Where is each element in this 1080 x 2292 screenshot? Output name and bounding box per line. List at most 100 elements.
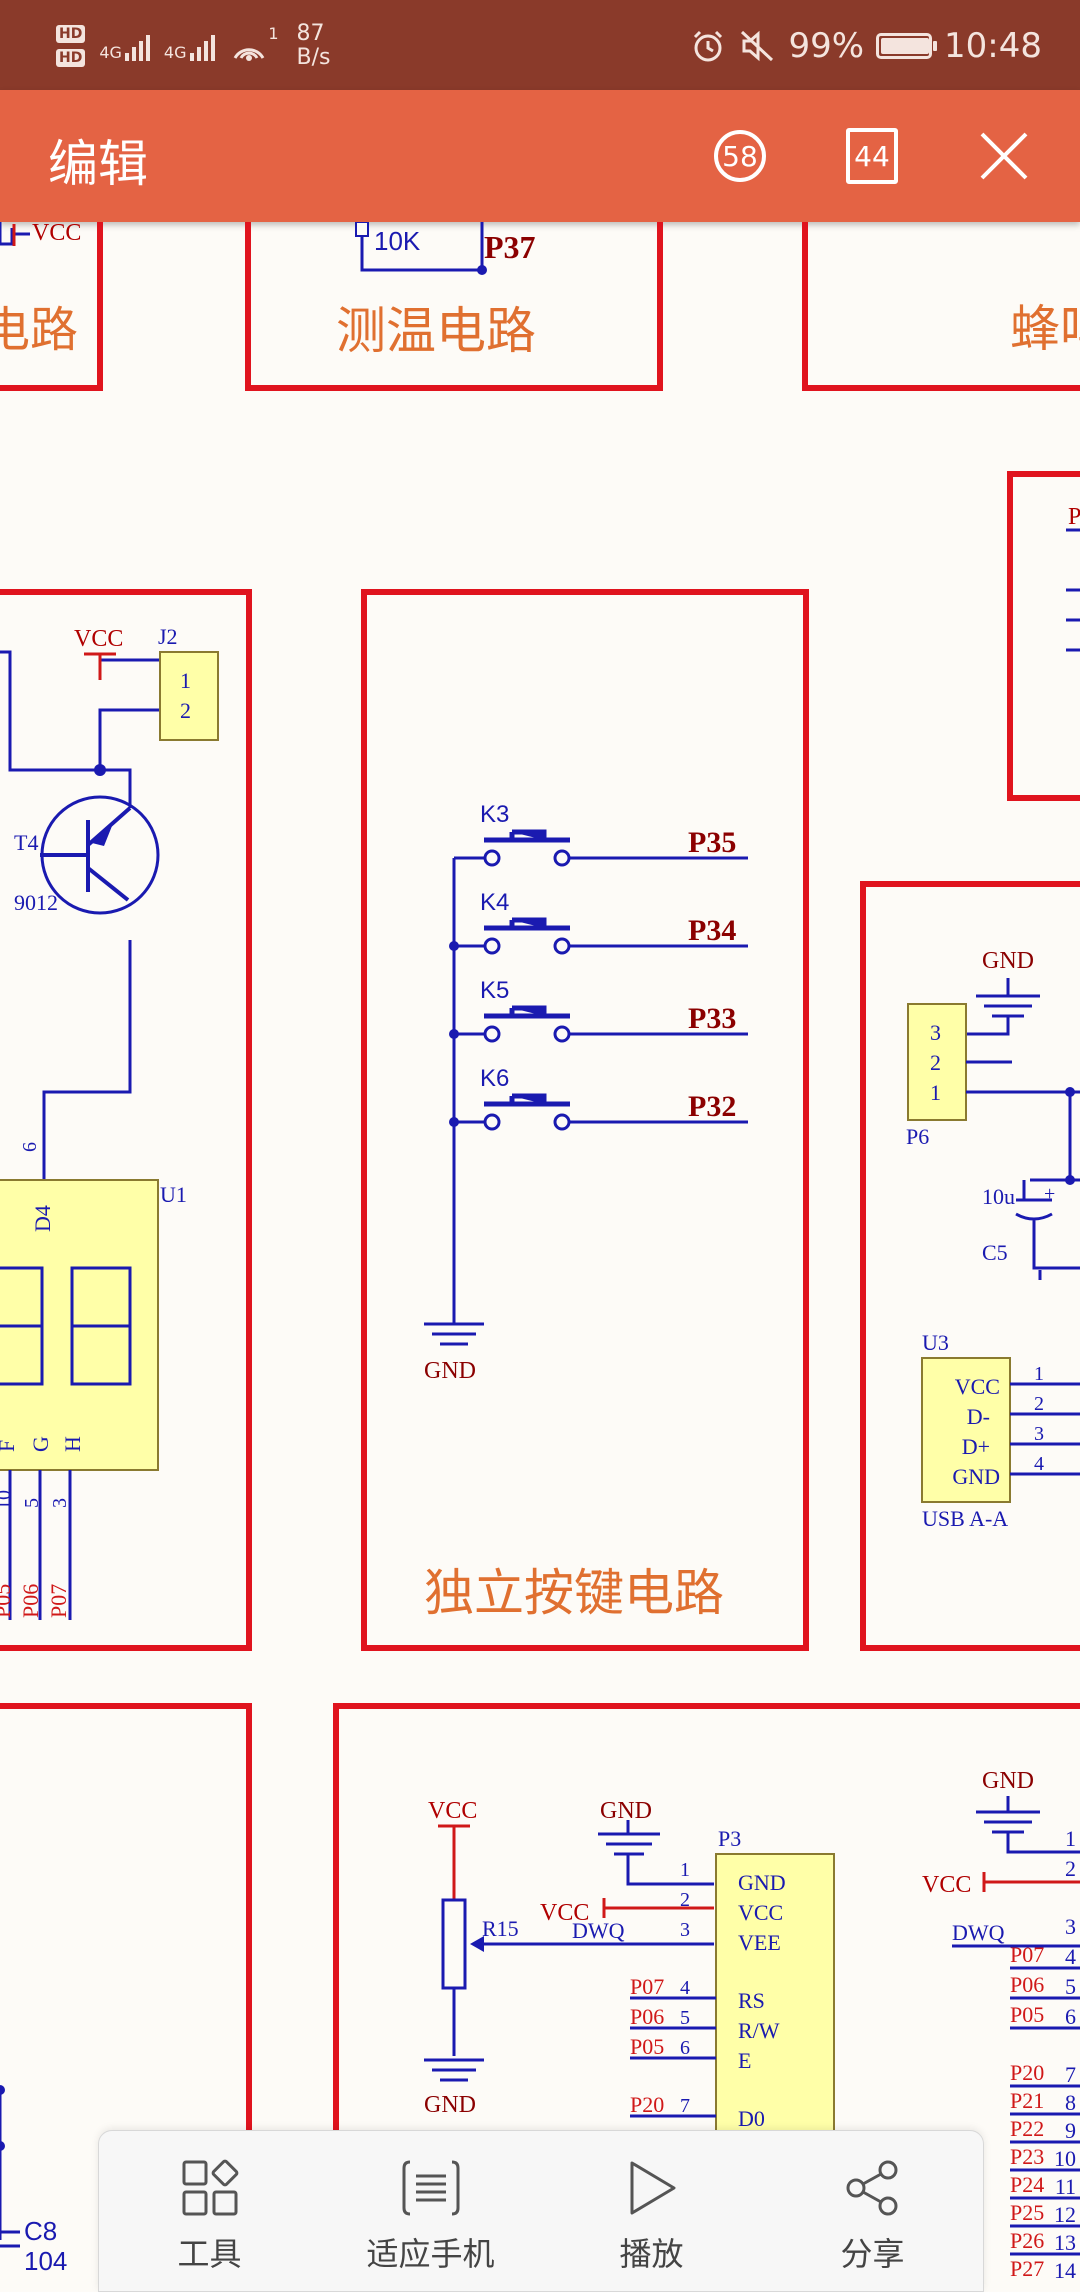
rb-dwq: DWQ (952, 1920, 1005, 1945)
key-label: K6 (480, 1065, 509, 1092)
usb-num3: 3 (1034, 1423, 1044, 1445)
tb-net-p06: P06 (18, 1584, 43, 1618)
section-title-keys: 独立按键电路 (424, 1564, 724, 1622)
usb-gnd: GND (982, 948, 1034, 974)
rb-net: P27 (1010, 2256, 1044, 2280)
play-button[interactable]: 播放 (552, 2131, 752, 2275)
clock: 10:48 (944, 26, 1042, 66)
usb-chip: U3 (922, 1330, 949, 1355)
bottom-toolbar: 工具 适应手机 播放 分享 (98, 2130, 984, 2292)
battery-percent: 99% (788, 26, 865, 66)
share-button[interactable]: 分享 (773, 2131, 973, 2275)
rb-num: 1 (1065, 1826, 1076, 1851)
hd2-badge: HD (56, 49, 86, 67)
lcd-vcc2: VCC (540, 1900, 589, 1926)
rb-rows: 1234567891011121314P07P06P05P20P21P22P23… (952, 1826, 1080, 2280)
display-pins (8, 1470, 72, 1620)
transistor-wires (0, 650, 160, 1180)
tb-jumper: J2 (158, 624, 178, 649)
lcd-num1: 1 (680, 1859, 690, 1881)
play-icon (630, 2161, 675, 2215)
lcd-net-p05: P05 (630, 2034, 664, 2059)
lcd-pin-rs: RS (738, 1988, 765, 2013)
signal-icon (124, 31, 150, 61)
lcd-gnd-bottom: GND (424, 2092, 476, 2118)
rb-net: P21 (1010, 2088, 1044, 2113)
rb-num: 10 (1054, 2146, 1076, 2171)
rb-num: 8 (1065, 2090, 1076, 2115)
tb-pin2: 2 (180, 698, 191, 723)
usb-cap-value: 10u (982, 1184, 1015, 1209)
usb-chip-dm: D- (967, 1404, 990, 1429)
fit-screen-label: 适应手机 (366, 2235, 495, 2273)
usb-pin3: 3 (930, 1020, 941, 1045)
usb-cap-name: C5 (982, 1240, 1008, 1265)
signal-sim1: 4G (99, 31, 150, 61)
lcd-num5: 5 (680, 2007, 690, 2029)
alarm-icon (694, 30, 723, 62)
schematic-canvas[interactable]: VCC 电路 10K P37 测温电路 蜂鸣 P VCC J2 1 2 T4 9… (0, 222, 1080, 2280)
fit-screen-button[interactable]: 适应手机 (331, 2131, 531, 2275)
usb-chip-gnd: GND (952, 1464, 1000, 1489)
rb-num: 11 (1055, 2174, 1076, 2199)
tb-pin6: 6 (19, 1142, 41, 1152)
lcd-num4: 4 (680, 1977, 690, 1999)
rb-net: P26 (1010, 2228, 1044, 2253)
lcd-pin-vcc: VCC (738, 1900, 783, 1925)
rb-num: 7 (1065, 2062, 1076, 2087)
tb-pin1: 1 (180, 668, 191, 693)
rt-frag: P (1068, 504, 1080, 530)
usb-chip-vcc: VCC (955, 1374, 1000, 1399)
round-badge: 58 (714, 130, 766, 182)
hotspot-count: 1 (268, 24, 279, 43)
status-bar: HD HD 4G 4G 1 87 B/s 99% 10:48 (0, 0, 1080, 90)
rb-net: P06 (1010, 1972, 1044, 1997)
jumper-box (159, 651, 219, 741)
square-badge: 44 (846, 128, 898, 184)
rb-net: P24 (1010, 2172, 1044, 2197)
tb-seg-f: F (0, 1440, 19, 1452)
close-button[interactable] (972, 124, 1036, 188)
signal-sim2: 4G (164, 31, 215, 61)
tb-pin-10: 10 (0, 1490, 15, 1510)
speed-value: 87 (296, 21, 325, 46)
mute-icon (741, 30, 774, 62)
key-label: K5 (480, 977, 509, 1004)
play-label: 播放 (619, 2235, 684, 2273)
key-net: P34 (688, 914, 736, 947)
lcd-pin-e: E (738, 2048, 751, 2073)
usb-num4: 4 (1034, 1453, 1044, 1475)
slides-count-button[interactable]: 58 (708, 124, 772, 188)
section-title-temperature: 测温电路 (336, 302, 536, 360)
tb-unit: U1 (160, 1182, 187, 1207)
cap-plus: + (1044, 1183, 1055, 1205)
rb-net: P22 (1010, 2116, 1044, 2141)
rb-num: 6 (1065, 2004, 1076, 2029)
lcd-pot: R15 (482, 1916, 519, 1941)
usb-num1: 1 (1034, 1363, 1044, 1385)
rb-vcc: VCC (922, 1872, 971, 1898)
usb-chip-type: USB A-A (922, 1506, 1008, 1531)
rb-net: P05 (1010, 2002, 1044, 2027)
rb-num: 14 (1054, 2258, 1076, 2280)
tb-net-p07: P07 (46, 1584, 71, 1618)
key-label: K4 (480, 889, 509, 916)
rb-num: 4 (1065, 1944, 1076, 1969)
lcd-dwq: DWQ (572, 1918, 625, 1943)
speed-unit: B/s (296, 45, 331, 70)
rb-num: 2 (1065, 1856, 1076, 1881)
section-title-left: 电路 (0, 302, 78, 358)
tb-seg-g: G (28, 1436, 53, 1452)
pages-count-button[interactable]: 44 (840, 124, 904, 188)
usb-conn-name: P6 (906, 1124, 929, 1149)
status-right: 99% 10:48 (690, 20, 1042, 72)
net-speed: 87 B/s (297, 22, 331, 70)
schematic-svg: VCC 电路 10K P37 测温电路 蜂鸣 P VCC J2 1 2 T4 9… (0, 222, 1080, 2280)
lb-value: 104 (24, 2246, 67, 2276)
rb-net: P20 (1010, 2060, 1044, 2085)
tb-transistor: T4 (14, 830, 38, 855)
lcd-num2: 2 (680, 1889, 690, 1911)
tools-button[interactable]: 工具 (110, 2131, 310, 2275)
